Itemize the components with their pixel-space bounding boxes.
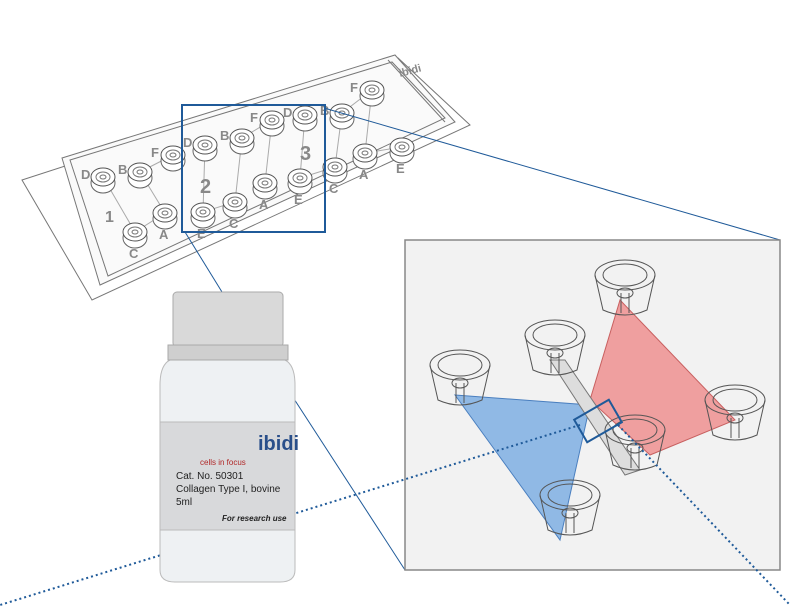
well bbox=[192, 135, 218, 162]
leader-line-bottom bbox=[284, 384, 406, 571]
well bbox=[222, 192, 248, 219]
well-label: E bbox=[294, 192, 303, 207]
well-label: D bbox=[81, 167, 90, 182]
well bbox=[127, 162, 153, 189]
well bbox=[352, 143, 378, 170]
zoom-well bbox=[429, 349, 491, 406]
well-label: A bbox=[259, 197, 269, 212]
dotted-line-left bbox=[0, 424, 581, 606]
highlight-box bbox=[181, 104, 326, 233]
channel-number-3: 3 bbox=[300, 143, 311, 165]
leader-line-bottle bbox=[184, 231, 223, 293]
well-label: F bbox=[350, 80, 358, 95]
well bbox=[229, 128, 255, 155]
zoom-panel bbox=[404, 239, 781, 571]
well bbox=[252, 173, 278, 200]
well bbox=[329, 103, 355, 130]
slide-brand-logo: ibidi bbox=[398, 62, 423, 79]
channel-number-1: 1 bbox=[105, 209, 114, 226]
zoom-well bbox=[704, 384, 766, 441]
well bbox=[90, 167, 116, 194]
well bbox=[359, 80, 385, 107]
red-chamber bbox=[589, 299, 736, 456]
well-label: C bbox=[229, 216, 239, 231]
bottle-product: Collagen Type I, bovine bbox=[176, 484, 281, 495]
well-label: D bbox=[183, 135, 192, 150]
channel-number-2: 2 bbox=[200, 176, 211, 198]
well bbox=[190, 202, 216, 229]
well-label: A bbox=[159, 227, 169, 242]
well bbox=[287, 168, 313, 195]
well-label: B bbox=[220, 128, 229, 143]
zoom-well bbox=[539, 479, 601, 536]
zoom-well bbox=[524, 319, 586, 376]
well-label: E bbox=[396, 161, 405, 176]
bottle-tagline: cells in focus bbox=[200, 458, 246, 467]
well-label: B bbox=[118, 162, 127, 177]
bottle: ibidi cells in focus Cat. No. 50301 Coll… bbox=[159, 291, 299, 583]
well bbox=[292, 105, 318, 132]
well-label: F bbox=[250, 110, 258, 125]
well-label: C bbox=[329, 181, 339, 196]
well bbox=[389, 137, 415, 164]
well bbox=[122, 222, 148, 249]
well bbox=[152, 203, 178, 230]
well-label: C bbox=[129, 246, 139, 261]
well-label: E bbox=[197, 226, 206, 241]
well bbox=[259, 110, 285, 137]
bottle-note: For research use bbox=[222, 514, 287, 523]
well bbox=[160, 145, 186, 172]
well-label: F bbox=[151, 145, 159, 160]
bottle-brand-logo: ibidi bbox=[258, 433, 299, 455]
bottle-label bbox=[159, 421, 296, 531]
bottle-cap bbox=[172, 291, 284, 348]
well-label: A bbox=[359, 167, 369, 182]
leader-line-top bbox=[323, 107, 781, 241]
zoom-well bbox=[594, 259, 656, 316]
well bbox=[322, 157, 348, 184]
well-label: D bbox=[283, 105, 292, 120]
bottle-cat-no: Cat. No. 50301 bbox=[176, 471, 244, 482]
detail-box bbox=[572, 398, 624, 444]
bottle-volume: 5ml bbox=[176, 497, 192, 508]
dotted-line-right bbox=[617, 424, 791, 606]
